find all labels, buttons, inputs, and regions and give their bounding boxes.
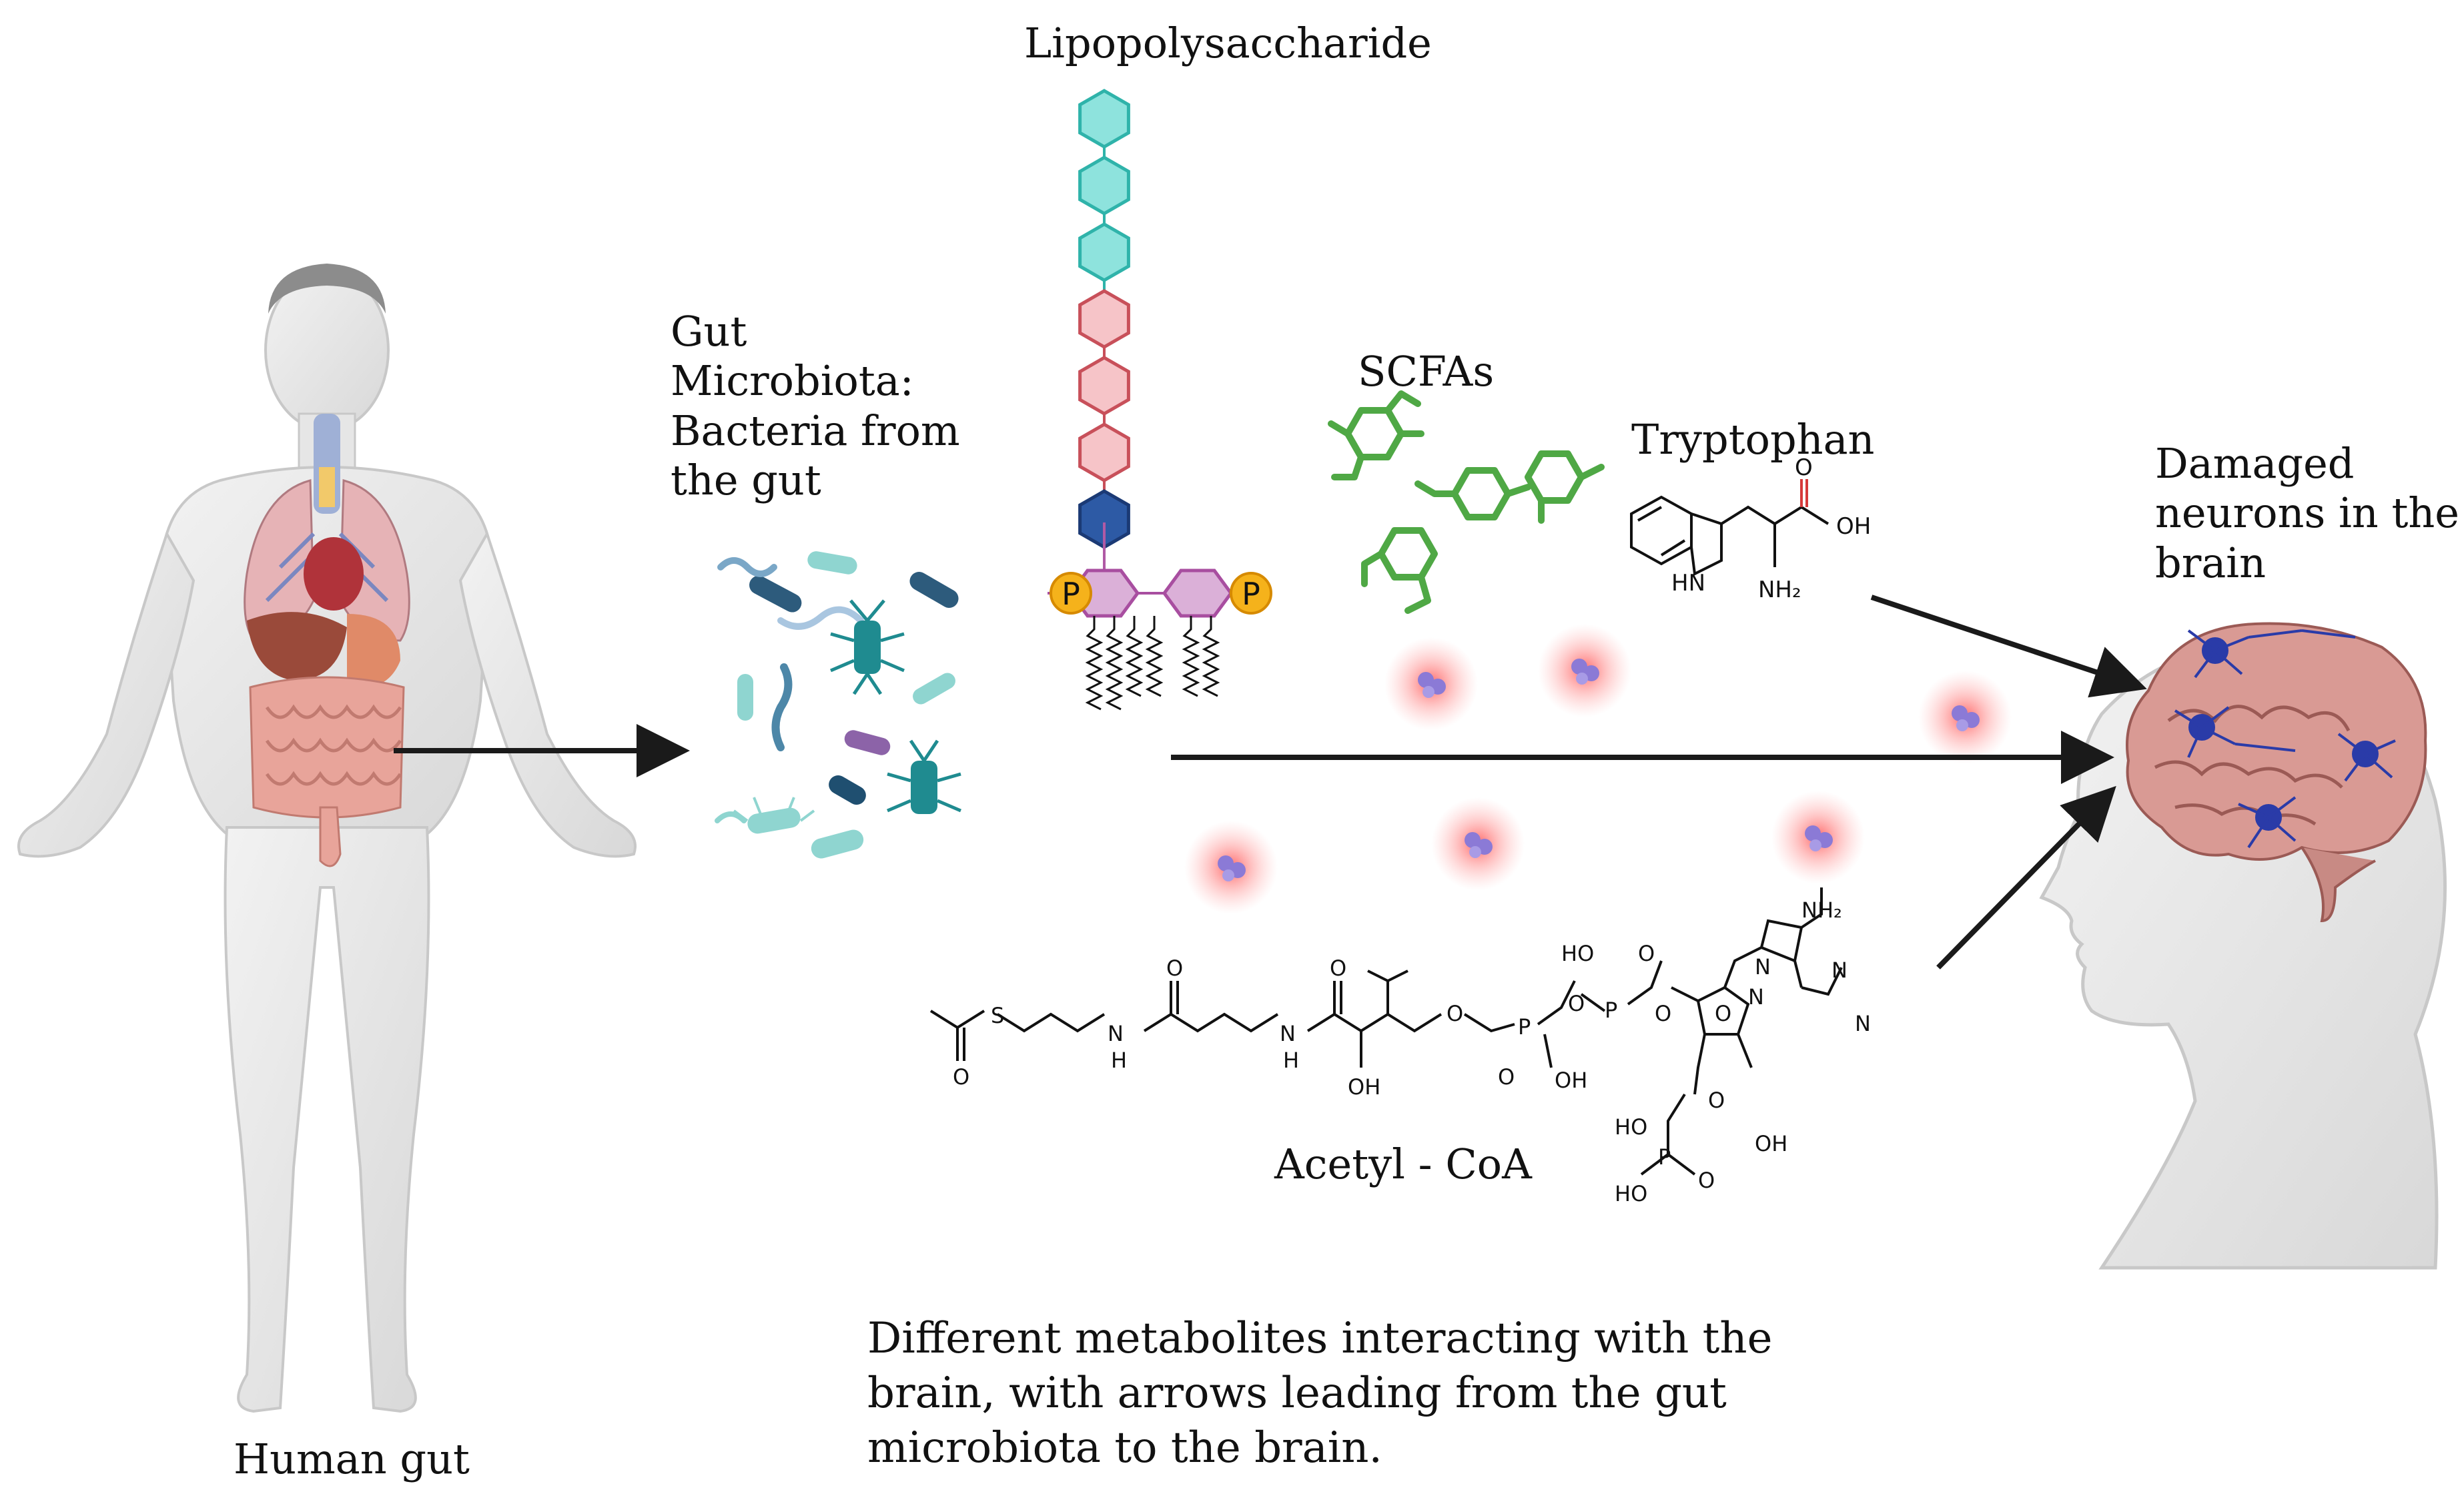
acetyl-o3-label: O	[1330, 956, 1346, 981]
human-head-with-brain	[2039, 622, 2447, 1270]
phosphate-right-icon	[1230, 572, 1272, 615]
arrow-tryptophan-to-brain	[1870, 595, 2147, 698]
acetyl-o7-label: O	[1638, 941, 1655, 966]
lps-sugar-hexagon	[1078, 89, 1130, 149]
lipopolysaccharide-label: Lipopolysaccharide	[1024, 19, 1432, 67]
scfa-molecules	[1328, 390, 1605, 614]
acetyl-n1-label: N	[1108, 1021, 1124, 1046]
acetyl-p3-label: P	[1658, 1144, 1671, 1170]
acetyl-s-label: S	[991, 1003, 1004, 1028]
damaged-neurons-label: Damaged neurons in the brain	[2155, 439, 2459, 587]
tryptophan-oh-label: OH	[1836, 513, 1871, 540]
lps-sugar-hexagon	[1078, 155, 1130, 216]
lps-sugar-hexagon	[1078, 289, 1130, 349]
tryptophan-hn-label: HN	[1671, 570, 1705, 597]
lipopolysaccharide-structure: P P	[1048, 89, 1272, 711]
acetyl-p2-label: P	[1605, 998, 1617, 1023]
acetyl-o5-label: O	[1498, 1064, 1515, 1090]
metabolite-particles	[1184, 624, 2012, 914]
acetyl-p1-label: P	[1518, 1014, 1531, 1040]
tryptophan-o-label: O	[1795, 454, 1813, 481]
acetyl-n5-label: N	[1831, 958, 1847, 983]
acetyl-h1-label: H	[1111, 1048, 1127, 1073]
gut-microbiota-label: Gut Microbiota: Bacteria from the gut	[671, 307, 960, 505]
acetyl-h2-label: H	[1283, 1048, 1299, 1073]
scfas-label: SCFAs	[1358, 347, 1495, 396]
acetyl-oh3-label: OH	[1755, 1131, 1787, 1156]
lps-sugar-hexagon	[1078, 356, 1130, 416]
arrow-acetylcoa-to-brain	[1936, 785, 2116, 970]
acetyl-oh1-label: OH	[1348, 1074, 1380, 1100]
acetyl-coa-atom-labels: S O N H O N H O OH O P O OH O P HO O O O…	[953, 897, 1871, 1206]
tryptophan-structure	[1630, 479, 1829, 577]
acetyl-n4-label: N	[1755, 954, 1771, 980]
acetyl-ho1-label: HO	[1561, 941, 1594, 966]
acetyl-nh2-label: NH₂	[1801, 897, 1842, 923]
acetyl-o1-label: O	[953, 1064, 969, 1090]
phosphate-left-icon	[1050, 572, 1092, 615]
acetyl-o6-label: O	[1568, 991, 1585, 1016]
acetyl-ho3-label: HO	[1615, 1181, 1647, 1206]
tryptophan-label: Tryptophan	[1631, 415, 1875, 464]
acetyl-o10-label: O	[1708, 1088, 1725, 1113]
figure-caption: Different metabolites interacting with t…	[867, 1314, 1773, 1473]
acetyl-ho2-label: HO	[1615, 1114, 1647, 1140]
acetyl-coa-label: Acetyl - CoA	[1274, 1140, 1532, 1188]
human-gut-label: Human gut	[234, 1435, 470, 1483]
tryptophan-nh2-label: NH₂	[1758, 577, 1801, 603]
acetyl-o11-label: O	[1698, 1168, 1715, 1193]
acetyl-n6-label: N	[1855, 1011, 1871, 1036]
phosphate-left-label: P	[1062, 576, 1080, 612]
acetyl-n2-label: N	[1280, 1021, 1296, 1046]
human-body-figure	[17, 264, 637, 1413]
acetyl-o8-label: O	[1655, 1001, 1671, 1026]
acetyl-coa-structure	[929, 887, 1843, 1176]
acetyl-o4-label: O	[1447, 1001, 1463, 1026]
acetyl-o9-label: O	[1715, 1001, 1731, 1026]
flow-arrows	[394, 595, 2147, 970]
bacteria-cluster	[715, 551, 961, 859]
acetyl-oh2-label: OH	[1555, 1068, 1587, 1093]
lps-sugar-hexagon	[1078, 422, 1130, 482]
acetyl-n3-label: N	[1748, 984, 1764, 1010]
acetyl-o2-label: O	[1166, 956, 1183, 981]
lps-sugar-hexagon	[1078, 222, 1130, 282]
phosphate-right-label: P	[1242, 576, 1260, 612]
